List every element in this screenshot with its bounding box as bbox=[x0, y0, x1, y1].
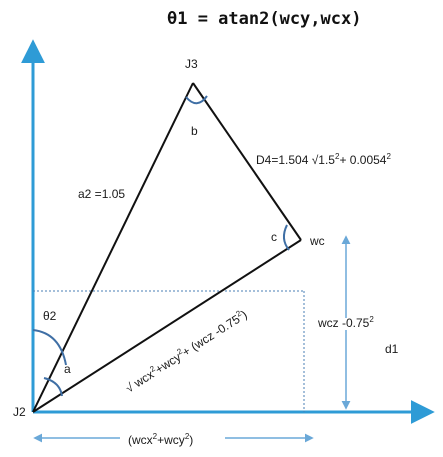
label-d4: D4=1.504 √1.52+ 0.00542 bbox=[256, 152, 391, 167]
side-d4 bbox=[192, 82, 302, 241]
label-angle-c: c bbox=[271, 230, 277, 244]
label-d1: d1 bbox=[385, 342, 399, 356]
label-hypotenuse: √ wcx2+wcy2+ (wcz -0.752) bbox=[123, 307, 250, 396]
label-theta2: θ2 bbox=[43, 309, 57, 323]
angle-a-arc bbox=[43, 377, 63, 397]
side-hypotenuse bbox=[32, 239, 302, 413]
theta1-formula: θ1 = atan2(wcy,wcx) bbox=[167, 9, 361, 29]
label-vertical-dimension: wcz -0.752 bbox=[317, 315, 374, 330]
angle-c-arc bbox=[283, 224, 290, 251]
label-horizontal-dimension: (wcx2+wcy2) bbox=[128, 432, 193, 447]
label-wc: wc bbox=[309, 234, 325, 248]
label-a2: a2 =1.05 bbox=[78, 187, 125, 201]
side-a2 bbox=[32, 82, 194, 413]
label-j2: J2 bbox=[13, 405, 26, 419]
angle-b-arc bbox=[185, 95, 208, 105]
angle-theta2-arc bbox=[32, 329, 67, 366]
label-angle-a: a bbox=[64, 362, 71, 376]
label-j3: J3 bbox=[185, 57, 198, 71]
label-angle-b: b bbox=[191, 124, 198, 138]
